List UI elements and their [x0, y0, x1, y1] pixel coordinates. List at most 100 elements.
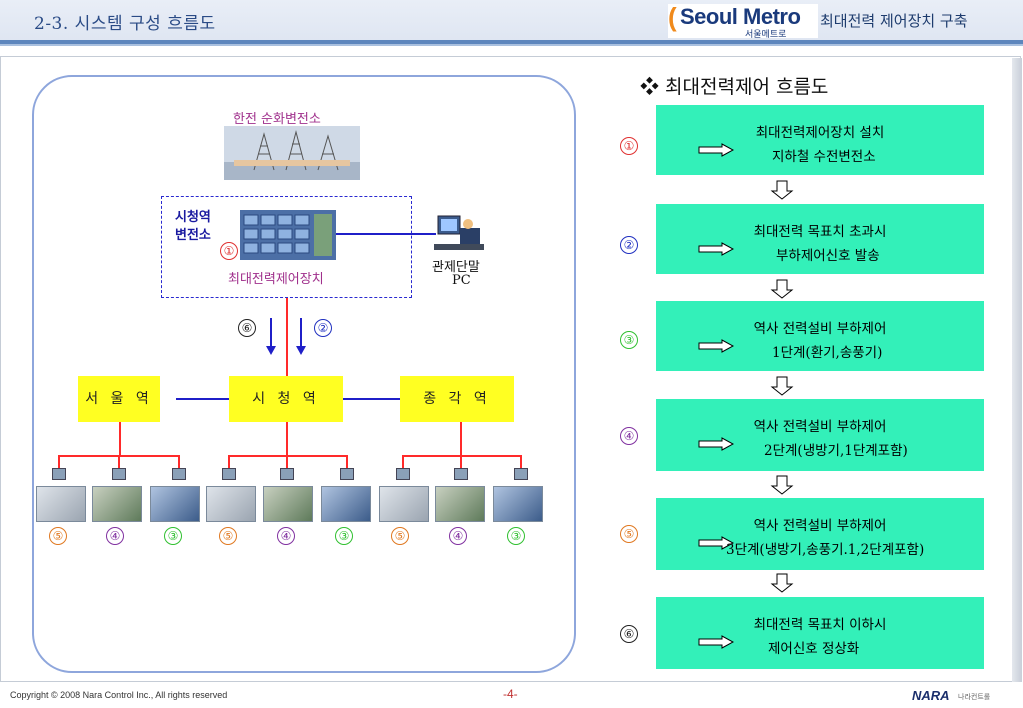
unit-step-marker: ⑤: [49, 527, 67, 545]
unit-step-marker: ④: [106, 527, 124, 545]
seoul-metro-logo-icon: (: [668, 2, 677, 32]
substation-label: 한전 순화변전소: [233, 112, 321, 127]
footer-copyright: Copyright © 2008 Nara Control Inc., All …: [10, 690, 228, 700]
air-handler-image: [206, 486, 256, 522]
station-link-right: [343, 398, 400, 400]
header-section-title: 최대전력 제어장치 구축: [820, 12, 968, 30]
ventilation-fan-image: [150, 486, 200, 522]
station-substation-group: [161, 196, 412, 298]
header-bar: [0, 0, 1023, 40]
distribution-drop: [286, 455, 288, 469]
flow-step-title: 최대전력 목표치 이하시: [753, 617, 887, 633]
nara-logo: NARA: [912, 688, 950, 703]
diagram-container: [32, 75, 576, 673]
control-signal-down-arrow: [266, 318, 276, 355]
pc-label-1: 관제단말: [432, 260, 480, 275]
ventilation-fan-image: [321, 486, 371, 522]
flow-step-number: ⑤: [620, 525, 638, 543]
pc-label-2: PC: [452, 273, 471, 288]
header-divider: [0, 40, 1023, 44]
down-arrow-icon: [770, 475, 794, 495]
unit-step-marker: ④: [449, 527, 467, 545]
local-controller-icon: [280, 468, 294, 480]
flow-step-detail: 지하철 수전변전소: [772, 149, 876, 165]
flow-step-box: 역사 전력설비 부하제어 3단계(냉방기,송풍기.1,2단계포함): [656, 498, 984, 570]
flow-step-detail: 1단계(환기,송풍기): [772, 345, 883, 361]
pc-link-line: [336, 233, 436, 235]
control-signal-down-arrow-2: [296, 318, 306, 355]
flow-step-box: 최대전력 목표치 이하시 제어신호 정상화: [656, 597, 984, 669]
flow-step-box: 역사 전력설비 부하제어 1단계(환기,송풍기): [656, 301, 984, 371]
cooling-unit-image: [263, 486, 313, 522]
right-arrow-icon: [698, 437, 734, 451]
station-cityhall: 시 청 역: [229, 376, 343, 422]
footer-page-number: -4-: [503, 687, 518, 701]
local-controller-icon: [52, 468, 66, 480]
distribution-drop: [118, 455, 120, 469]
flow-step-title: 최대전력 목표치 초과시: [753, 224, 887, 240]
local-controller-icon: [112, 468, 126, 480]
station-link-left: [176, 398, 229, 400]
controller-cabinet-image: [240, 210, 336, 260]
flow-step-number: ④: [620, 427, 638, 445]
flow-step-detail: 3단계(냉방기,송풍기.1,2단계포함): [726, 542, 925, 558]
station-jonggak: 종 각 역: [400, 376, 514, 422]
down-arrow-icon: [770, 279, 794, 299]
right-arrow-icon: [698, 242, 734, 256]
step-marker-1: ①: [220, 242, 238, 260]
controller-label: 최대전력제어장치: [228, 272, 324, 287]
frame-shadow: [1012, 58, 1022, 682]
logo-subtext: 서울메트로: [745, 30, 787, 40]
ventilation-fan-image: [493, 486, 543, 522]
flow-step-title: 역사 전력설비 부하제어: [753, 518, 887, 534]
flow-step-number: ①: [620, 137, 638, 155]
page-title: 2-3. 시스템 구성 흐름도: [34, 14, 216, 34]
logo-text: Seoul Metro: [680, 4, 801, 29]
down-arrow-icon: [770, 376, 794, 396]
nara-logo-subtext: 나라컨트롤: [958, 693, 991, 701]
distribution-line: [286, 422, 288, 456]
distribution-drop: [520, 455, 522, 469]
cooling-unit-image: [435, 486, 485, 522]
right-arrow-icon: [698, 536, 734, 550]
right-arrow-icon: [698, 635, 734, 649]
flow-step-title: 역사 전력설비 부하제어: [753, 321, 887, 337]
operator-pc-icon: [434, 215, 484, 250]
flow-step-title: 최대전력제어장치 설치: [755, 125, 885, 141]
flow-step-number: ⑥: [620, 625, 638, 643]
station-substation-label-2: 변전소: [175, 228, 211, 243]
local-controller-icon: [396, 468, 410, 480]
flow-step-box: 최대전력제어장치 설치 지하철 수전변전소: [656, 105, 984, 175]
station-substation-label-1: 시청역: [175, 210, 211, 225]
local-controller-icon: [340, 468, 354, 480]
unit-step-marker: ⑤: [219, 527, 237, 545]
right-arrow-icon: [698, 339, 734, 353]
unit-step-marker: ③: [164, 527, 182, 545]
step-marker-2: ②: [314, 319, 332, 337]
cooling-unit-image: [92, 486, 142, 522]
down-arrow-icon: [770, 180, 794, 200]
logo-background: [668, 4, 818, 38]
distribution-bus: [402, 455, 522, 457]
distribution-drop: [346, 455, 348, 469]
station-seoul: 서 울 역: [78, 376, 160, 422]
distribution-drop: [178, 455, 180, 469]
air-handler-image: [379, 486, 429, 522]
distribution-drop: [58, 455, 60, 469]
distribution-bus: [228, 455, 348, 457]
step-marker-6: ⑥: [238, 319, 256, 337]
flow-step-number: ②: [620, 236, 638, 254]
down-arrow-icon: [770, 573, 794, 593]
local-controller-icon: [454, 468, 468, 480]
distribution-drop: [460, 455, 462, 469]
air-handler-image: [36, 486, 86, 522]
flow-step-detail: 제어신호 정상화: [768, 641, 860, 657]
distribution-drop: [228, 455, 230, 469]
right-arrow-icon: [698, 143, 734, 157]
local-controller-icon: [514, 468, 528, 480]
unit-step-marker: ③: [507, 527, 525, 545]
flow-step-box: 역사 전력설비 부하제어 2단계(냉방기,1단계포함): [656, 399, 984, 471]
flow-step-detail: 2단계(냉방기,1단계포함): [764, 443, 908, 459]
local-controller-icon: [222, 468, 236, 480]
power-feed-line: [286, 298, 288, 376]
